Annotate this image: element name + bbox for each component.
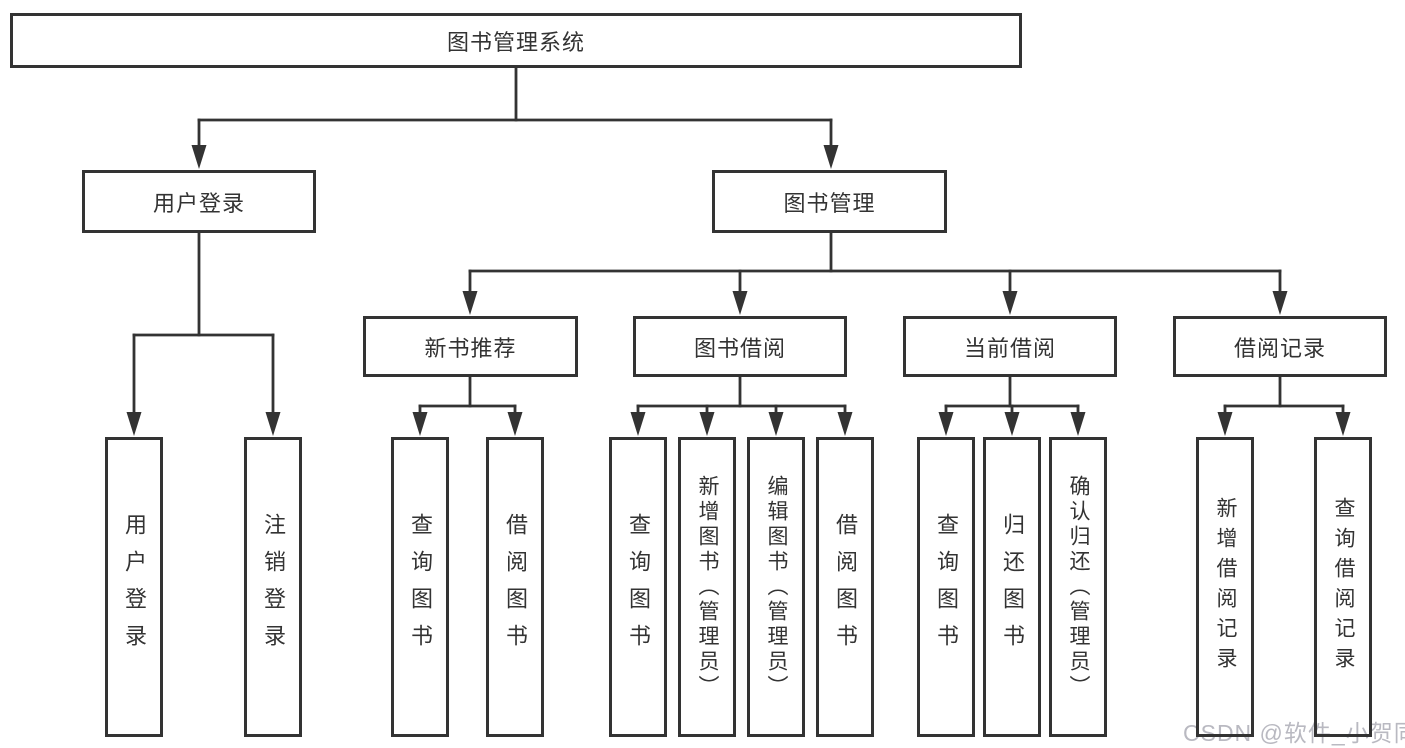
node-root: 图书管理系统 bbox=[10, 13, 1022, 68]
connector-new-book-children bbox=[418, 375, 517, 415]
leaf-logout: 注销登录 bbox=[244, 437, 302, 737]
leaf-borrow-books-recommend: 借阅图书 bbox=[486, 437, 544, 737]
arrow-down-icon bbox=[823, 145, 839, 169]
arrow-down-icon bbox=[630, 412, 646, 436]
leaf-confirm-return-admin: 确认归还（管理员） bbox=[1049, 437, 1107, 737]
arrow-down-icon bbox=[1217, 412, 1233, 436]
leaf-query-books-recommend-label: 查询图书 bbox=[408, 513, 433, 661]
node-user-login: 用户登录 bbox=[82, 170, 316, 233]
arrow-down-icon bbox=[412, 412, 428, 436]
node-new-book-recommend-label: 新书推荐 bbox=[424, 335, 517, 361]
leaf-user-login: 用户登录 bbox=[105, 437, 163, 737]
leaf-user-login-label: 用户登录 bbox=[122, 513, 147, 661]
node-book-borrow-label: 图书借阅 bbox=[693, 335, 786, 361]
node-borrow-records: 借阅记录 bbox=[1173, 316, 1387, 377]
node-book-management-label: 图书管理 bbox=[783, 190, 876, 216]
node-new-book-recommend: 新书推荐 bbox=[363, 316, 578, 377]
leaf-add-borrow-record: 新增借阅记录 bbox=[1196, 437, 1254, 737]
connector-current-borrow-children bbox=[944, 375, 1080, 415]
connector-borrow-records-children bbox=[1223, 375, 1345, 415]
leaf-query-borrow-record-label: 查询借阅记录 bbox=[1332, 497, 1355, 677]
arrow-down-icon bbox=[1335, 412, 1351, 436]
arrow-down-icon bbox=[1004, 412, 1020, 436]
connector-root-to-level2 bbox=[197, 66, 833, 148]
arrow-down-icon bbox=[1070, 412, 1086, 436]
arrow-down-icon bbox=[699, 412, 715, 436]
node-current-borrow: 当前借阅 bbox=[903, 316, 1117, 377]
connector-user-login-children bbox=[132, 231, 275, 415]
leaf-edit-book-admin-label: 编辑图书（管理员） bbox=[765, 474, 788, 700]
leaf-borrow-books-label: 借阅图书 bbox=[833, 513, 858, 661]
leaf-logout-label: 注销登录 bbox=[261, 513, 286, 661]
connector-book-management-children bbox=[468, 231, 1282, 294]
arrowheads bbox=[126, 145, 1351, 436]
leaf-query-books-borrow: 查询图书 bbox=[609, 437, 667, 737]
csdn-watermark: CSDN @软件_小贺同学 bbox=[1183, 720, 1405, 746]
leaf-return-book-label: 归还图书 bbox=[1000, 513, 1025, 661]
arrow-down-icon bbox=[768, 412, 784, 436]
arrow-down-icon bbox=[1272, 291, 1288, 315]
arrow-down-icon bbox=[191, 145, 207, 169]
leaf-borrow-books-recommend-label: 借阅图书 bbox=[503, 513, 528, 661]
leaf-add-book-admin: 新增图书（管理员） bbox=[678, 437, 736, 737]
leaf-query-borrow-record: 查询借阅记录 bbox=[1314, 437, 1372, 737]
arrow-down-icon bbox=[265, 412, 281, 436]
leaf-edit-book-admin: 编辑图书（管理员） bbox=[747, 437, 805, 737]
node-book-management: 图书管理 bbox=[712, 170, 947, 233]
arrow-down-icon bbox=[837, 412, 853, 436]
arrow-down-icon bbox=[126, 412, 142, 436]
leaf-return-book: 归还图书 bbox=[983, 437, 1041, 737]
leaf-query-books-current-label: 查询图书 bbox=[934, 513, 959, 661]
arrow-down-icon bbox=[732, 291, 748, 315]
node-user-login-label: 用户登录 bbox=[152, 190, 245, 216]
leaf-confirm-return-admin-label: 确认归还（管理员） bbox=[1067, 474, 1090, 700]
node-book-borrow: 图书借阅 bbox=[633, 316, 847, 377]
node-root-label: 图书管理系统 bbox=[446, 29, 585, 55]
arrow-down-icon bbox=[938, 412, 954, 436]
node-current-borrow-label: 当前借阅 bbox=[963, 335, 1056, 361]
leaf-borrow-books: 借阅图书 bbox=[816, 437, 874, 737]
leaf-add-borrow-record-label: 新增借阅记录 bbox=[1214, 497, 1237, 677]
arrow-down-icon bbox=[507, 412, 523, 436]
node-borrow-records-label: 借阅记录 bbox=[1233, 335, 1326, 361]
leaf-query-books-current: 查询图书 bbox=[917, 437, 975, 737]
leaf-query-books-recommend: 查询图书 bbox=[391, 437, 449, 737]
leaf-query-books-borrow-label: 查询图书 bbox=[626, 513, 651, 661]
arrow-down-icon bbox=[1002, 291, 1018, 315]
connector-book-borrow-children bbox=[636, 375, 847, 415]
arrow-down-icon bbox=[462, 291, 478, 315]
leaf-add-book-admin-label: 新增图书（管理员） bbox=[696, 474, 719, 700]
